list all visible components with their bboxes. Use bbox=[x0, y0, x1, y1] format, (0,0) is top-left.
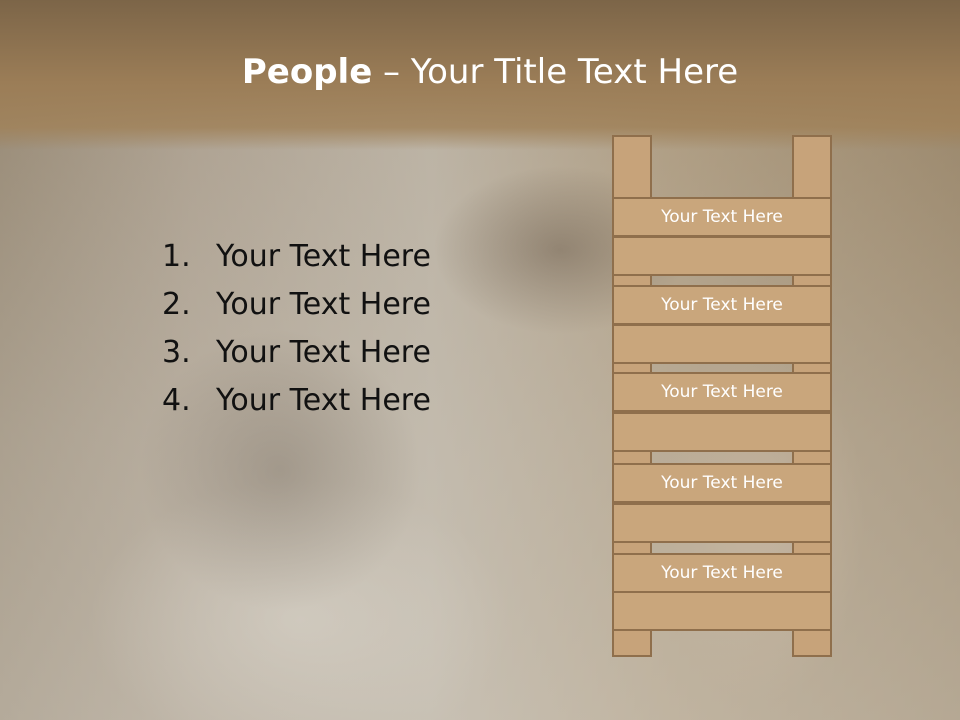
ladder-rung bbox=[612, 236, 832, 276]
list-item: 3. Your Text Here bbox=[162, 329, 431, 377]
list-item: 2. Your Text Here bbox=[162, 281, 431, 329]
list-text: Your Text Here bbox=[216, 239, 431, 274]
ladder-rung bbox=[612, 412, 832, 452]
title-band bbox=[0, 0, 960, 150]
ladder-rung-label: Your Text Here bbox=[612, 463, 832, 503]
ladder-rung bbox=[612, 503, 832, 543]
title-emphasis: People bbox=[241, 52, 373, 92]
ladder-diagram: Your Text Here Your Text Here Your Text … bbox=[610, 135, 834, 659]
list-item: 1. Your Text Here bbox=[162, 233, 431, 281]
list-text: Your Text Here bbox=[216, 335, 431, 370]
list-number: 2. bbox=[162, 287, 191, 322]
numbered-list: 1. Your Text Here 2. Your Text Here 3. Your… bbox=[162, 233, 431, 425]
list-text: Your Text Here bbox=[216, 383, 431, 418]
ladder-rung-label: Your Text Here bbox=[612, 553, 832, 593]
list-number: 4. bbox=[162, 383, 191, 418]
ladder-rung-label: Your Text Here bbox=[612, 372, 832, 412]
ladder-rung-label: Your Text Here bbox=[612, 285, 832, 325]
title-text: – Your Title Text Here bbox=[372, 52, 739, 92]
ladder-rung bbox=[612, 324, 832, 364]
ladder-rung bbox=[612, 591, 832, 631]
list-number: 1. bbox=[162, 239, 191, 274]
list-item: 4. Your Text Here bbox=[162, 377, 431, 425]
list-text: Your Text Here bbox=[216, 287, 431, 322]
list-number: 3. bbox=[162, 335, 191, 370]
slide-title: People – Your Title Text Here bbox=[0, 52, 960, 92]
ladder-rung-label: Your Text Here bbox=[612, 197, 832, 237]
